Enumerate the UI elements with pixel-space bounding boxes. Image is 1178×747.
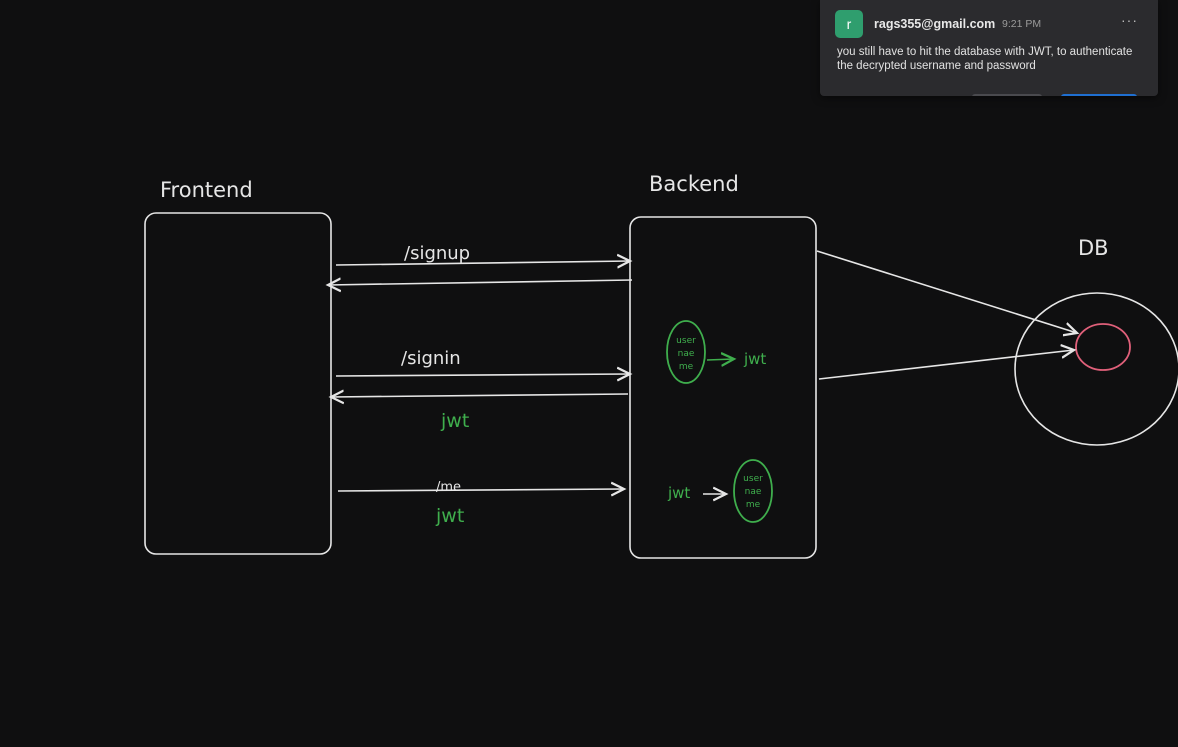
sender-avatar: r — [835, 10, 863, 38]
signin-route-label: /signin — [401, 348, 461, 369]
notification-primary-button[interactable] — [1061, 94, 1137, 96]
backend-box — [629, 216, 817, 559]
username-top-line-1: user — [676, 336, 696, 346]
backend-to-db-arrow-lower — [818, 350, 1074, 380]
notification-time: 9:21 PM — [1002, 18, 1042, 30]
more-options-icon[interactable]: ··· — [1121, 12, 1138, 28]
username-bubble-bottom — [733, 459, 773, 523]
signin-request-arrow — [335, 374, 630, 376]
username-to-jwt-arrow — [706, 359, 734, 360]
signin-response-arrow — [331, 394, 629, 397]
me-route-label: /me — [436, 480, 461, 495]
username-top-line-3: me — [679, 362, 694, 372]
backend-label: Backend — [649, 172, 739, 196]
frontend-box — [144, 212, 332, 555]
signup-response-arrow — [328, 280, 633, 285]
signup-request-arrow — [335, 261, 630, 265]
notification-secondary-button[interactable] — [972, 94, 1042, 96]
frontend-label: Frontend — [160, 178, 253, 202]
signup-route-label: /signup — [404, 243, 470, 264]
me-jwt-label: jwt — [435, 505, 464, 527]
username-bottom-line-3: me — [746, 500, 761, 510]
notification-message: you still have to hit the database with … — [837, 46, 1133, 72]
db-inner-record — [1075, 323, 1131, 371]
db-label: DB — [1078, 236, 1109, 260]
signin-jwt-label: jwt — [440, 410, 469, 432]
db-outer-circle — [1014, 292, 1178, 446]
username-bottom-line-2: nae — [745, 487, 762, 497]
notification-sender: rags355@gmail.com — [874, 17, 996, 31]
username-bubble-top — [666, 320, 706, 384]
me-request-arrow — [337, 489, 624, 491]
username-top-line-2: nae — [678, 349, 695, 359]
backend-jwt-output: jwt — [743, 350, 766, 368]
avatar-letter: r — [846, 16, 852, 32]
backend-to-db-arrow-upper — [816, 250, 1077, 333]
chat-notification[interactable]: r rags355@gmail.com 9:21 PM ··· you stil… — [820, 0, 1158, 96]
backend-jwt-input: jwt — [667, 484, 690, 502]
username-bottom-line-1: user — [743, 474, 763, 484]
